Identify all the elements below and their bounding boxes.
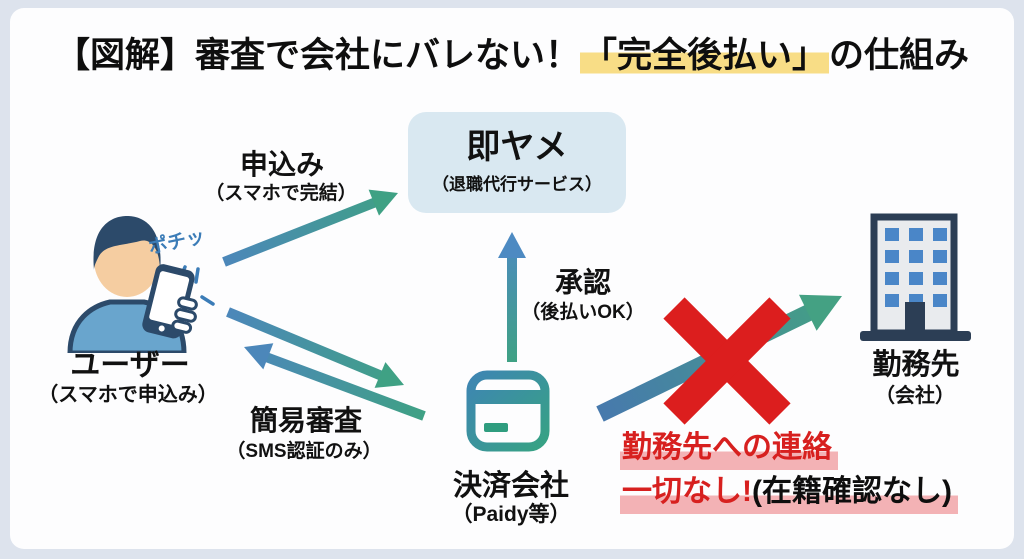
workplace-label: 勤務先: [872, 349, 960, 381]
smartphone-icon: [142, 264, 198, 339]
workplace-sublabel: （会社）: [875, 385, 955, 407]
service-box: 即ヤメ （退職代行サービス）: [408, 112, 626, 213]
callout-line2-black: (在籍確認なし): [752, 474, 952, 508]
no-contact-callout: 勤務先への連絡 一切なし!(在籍確認なし): [620, 428, 958, 516]
approval-label: 承認: [554, 267, 612, 298]
arrow-apply: [222, 189, 398, 267]
service-sub: （退職代行サービス）: [432, 174, 602, 194]
approval-sublabel: （後払いOK）: [521, 302, 645, 323]
title-highlight: 「完全後払い」: [579, 36, 829, 75]
arrow-screening-out: [226, 307, 404, 388]
payment-company-label: 決済会社: [452, 470, 570, 502]
payment-company-sublabel: （Paidy等）: [451, 503, 571, 526]
callout-line1: 勤務先への連絡: [620, 428, 838, 470]
screening-label: 簡易審査: [249, 405, 363, 436]
credit-card-icon: [466, 370, 550, 452]
service-name: 即ヤメ: [466, 128, 568, 167]
apply-sublabel: （スマホで完結）: [205, 183, 357, 204]
callout-line2-red: 一切なし!: [622, 474, 752, 508]
title-post: の仕組み: [829, 36, 970, 75]
user-label: ユーザー: [70, 349, 190, 382]
arrow-approval: [498, 232, 526, 362]
arrow-screening-back: [244, 343, 426, 421]
page-title: 【図解】審査で会社にバレない！「完全後払い」の仕組み: [0, 27, 1024, 78]
user-sublabel: （スマホで申込み）: [38, 384, 218, 406]
apply-label: 申込み: [239, 149, 325, 180]
user-with-phone-icon: [67, 216, 198, 353]
office-building-icon: [860, 213, 971, 341]
title-pre: 【図解】審査で会社にバレない！: [54, 36, 580, 75]
cross-mark-icon: [663, 297, 791, 425]
screening-sublabel: （SMS認証のみ）: [226, 441, 382, 462]
